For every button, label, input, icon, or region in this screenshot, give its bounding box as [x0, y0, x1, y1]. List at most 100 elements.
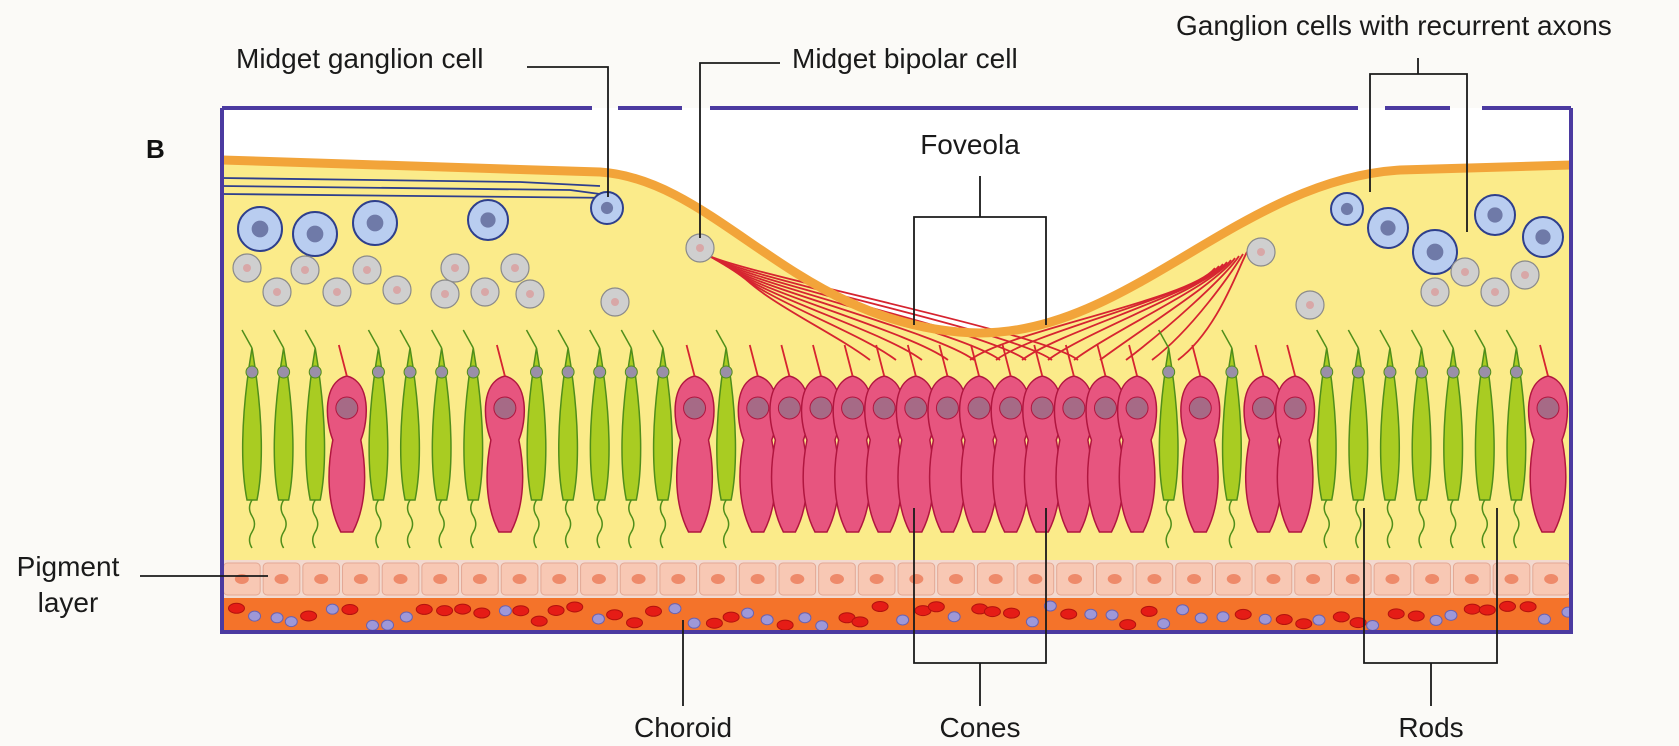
white-blood-cell [1217, 612, 1229, 622]
cone-nucleus [684, 397, 706, 419]
tissue-layers [222, 108, 1574, 632]
red-blood-cell [1004, 608, 1020, 618]
bipolar-nucleus [1431, 288, 1439, 296]
cone-nucleus [1063, 397, 1085, 419]
cone-nucleus [1031, 397, 1053, 419]
red-blood-cell [437, 606, 453, 616]
pigment-nucleus [1425, 574, 1439, 584]
pigment-nucleus [790, 574, 804, 584]
cone-nucleus [1094, 397, 1116, 419]
pigment-nucleus [751, 574, 765, 584]
red-blood-cell [342, 605, 358, 615]
bipolar-nucleus [393, 286, 401, 294]
rod-nucleus [278, 366, 290, 378]
pigment-nucleus [552, 574, 566, 584]
bipolar-nucleus [441, 290, 449, 298]
red-blood-cell [567, 602, 583, 612]
rod-nucleus [436, 366, 448, 378]
ganglion-nucleus [1535, 229, 1550, 244]
red-blood-cell [1520, 602, 1536, 612]
red-blood-cell [1388, 609, 1404, 619]
bipolar-nucleus [243, 264, 251, 272]
rod-nucleus [1416, 366, 1428, 378]
pigment-nucleus [473, 574, 487, 584]
cone-nucleus [336, 397, 358, 419]
pigment-nucleus [1068, 574, 1082, 584]
pigment-nucleus [1346, 574, 1360, 584]
white-blood-cell [761, 615, 773, 625]
pigment-nucleus [1306, 574, 1320, 584]
red-blood-cell [1296, 619, 1312, 629]
rod-nucleus [404, 366, 416, 378]
ganglion-nucleus [601, 202, 613, 214]
bipolar-nucleus [526, 290, 534, 298]
red-blood-cell [777, 620, 793, 630]
red-blood-cell [1061, 609, 1077, 619]
rod-nucleus [720, 366, 732, 378]
label-cones: Cones [940, 712, 1021, 743]
red-blood-cell [1276, 615, 1292, 625]
rod-nucleus [657, 366, 669, 378]
red-blood-cell [474, 608, 490, 618]
white-blood-cell [948, 612, 960, 622]
bipolar-nucleus [273, 288, 281, 296]
white-blood-cell [816, 621, 828, 631]
cone-nucleus [1189, 397, 1211, 419]
label-midget-bipolar-cell: Midget bipolar cell [792, 43, 1018, 74]
white-blood-cell [271, 613, 283, 623]
rod-nucleus [1352, 366, 1364, 378]
pigment-nucleus [949, 574, 963, 584]
red-blood-cell [1235, 609, 1251, 619]
label-choroid: Choroid [634, 712, 732, 743]
ganglion-nucleus [367, 215, 384, 232]
rod-nucleus [625, 366, 637, 378]
red-blood-cell [1333, 612, 1349, 622]
red-blood-cell [1120, 620, 1136, 630]
rod-nucleus [1384, 366, 1396, 378]
red-blood-cell [607, 610, 623, 620]
bipolar-nucleus [1461, 268, 1469, 276]
cone-nucleus [494, 397, 516, 419]
cone-nucleus [747, 397, 769, 419]
red-blood-cell [513, 606, 529, 616]
pigment-nucleus [711, 574, 725, 584]
ganglion-nucleus [1341, 203, 1353, 215]
cone-nucleus [1000, 397, 1022, 419]
rod-nucleus [1479, 366, 1491, 378]
cone-nucleus [1253, 397, 1275, 419]
bipolar-nucleus [333, 288, 341, 296]
bipolar-nucleus [1306, 301, 1314, 309]
rod-nucleus [467, 366, 479, 378]
ganglion-nucleus [1487, 207, 1502, 222]
red-blood-cell [531, 616, 547, 626]
white-blood-cell [897, 615, 909, 625]
pigment-nucleus [1385, 574, 1399, 584]
white-blood-cell [1259, 614, 1271, 624]
cone-nucleus [936, 397, 958, 419]
red-blood-cell [706, 618, 722, 628]
pigment-nucleus [1266, 574, 1280, 584]
rod-nucleus [562, 366, 574, 378]
label-pigment-line2: layer [38, 587, 99, 618]
bipolar-nucleus [481, 288, 489, 296]
white-blood-cell [326, 604, 338, 614]
cone-nucleus [1537, 397, 1559, 419]
cone-nucleus [778, 397, 800, 419]
white-blood-cell [688, 618, 700, 628]
white-blood-cell [400, 612, 412, 622]
white-blood-cell [1367, 620, 1379, 630]
red-blood-cell [1141, 606, 1157, 616]
pigment-nucleus [275, 574, 289, 584]
ganglion-nucleus [480, 212, 495, 227]
red-blood-cell [984, 607, 1000, 617]
pigment-nucleus [830, 574, 844, 584]
label-foveola: Foveola [920, 129, 1020, 160]
bipolar-nucleus [451, 264, 459, 272]
white-blood-cell [249, 611, 261, 621]
ganglion-nucleus [252, 221, 269, 238]
rod-nucleus [372, 366, 384, 378]
red-blood-cell [872, 601, 888, 611]
pigment-nucleus [394, 574, 408, 584]
white-blood-cell [742, 608, 754, 618]
